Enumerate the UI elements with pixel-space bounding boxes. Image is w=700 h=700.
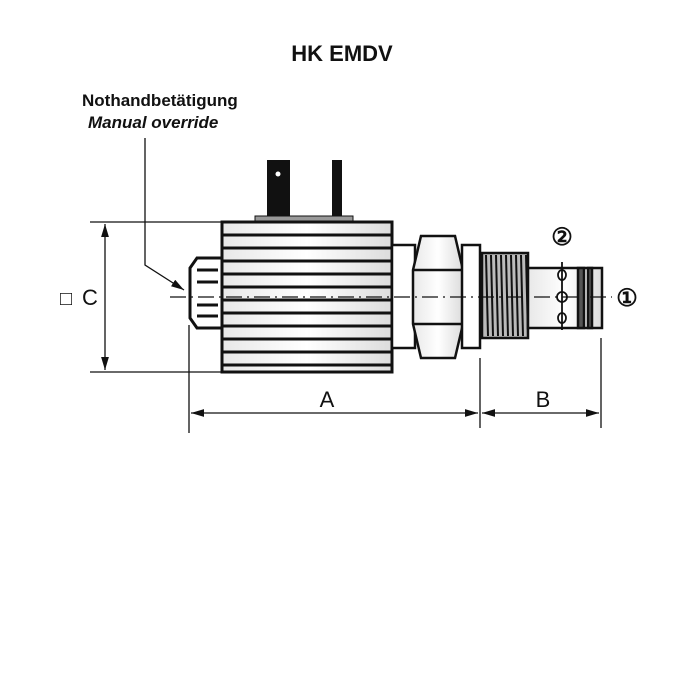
thread-line (515, 254, 519, 337)
terminal-pins (254, 160, 354, 225)
manual-override-knob[interactable] (188, 256, 224, 330)
dimension-ab (188, 325, 602, 433)
callout-german: Nothandbetätigung (82, 91, 238, 110)
callout-english: Manual override (88, 113, 218, 132)
thread-section (480, 251, 530, 340)
dimension-c-square: □ (60, 288, 72, 310)
dimension-a-label: A (320, 387, 335, 412)
port-2-label: ② (551, 224, 573, 251)
dimension-b-label: B (536, 387, 551, 412)
thread-line (500, 254, 504, 337)
title: HK EMDV (291, 41, 393, 66)
port-1-label: ① (616, 285, 638, 312)
thread-line (495, 254, 499, 337)
cartridge-spool (526, 262, 604, 330)
thread-line (485, 254, 489, 337)
thread-line (505, 254, 509, 337)
thread-line (510, 254, 514, 337)
dimension-c (90, 221, 222, 373)
dimension-c-label: C (82, 285, 98, 310)
thread-line (490, 254, 494, 337)
callout-leader (144, 138, 185, 291)
thread-line (520, 254, 524, 337)
